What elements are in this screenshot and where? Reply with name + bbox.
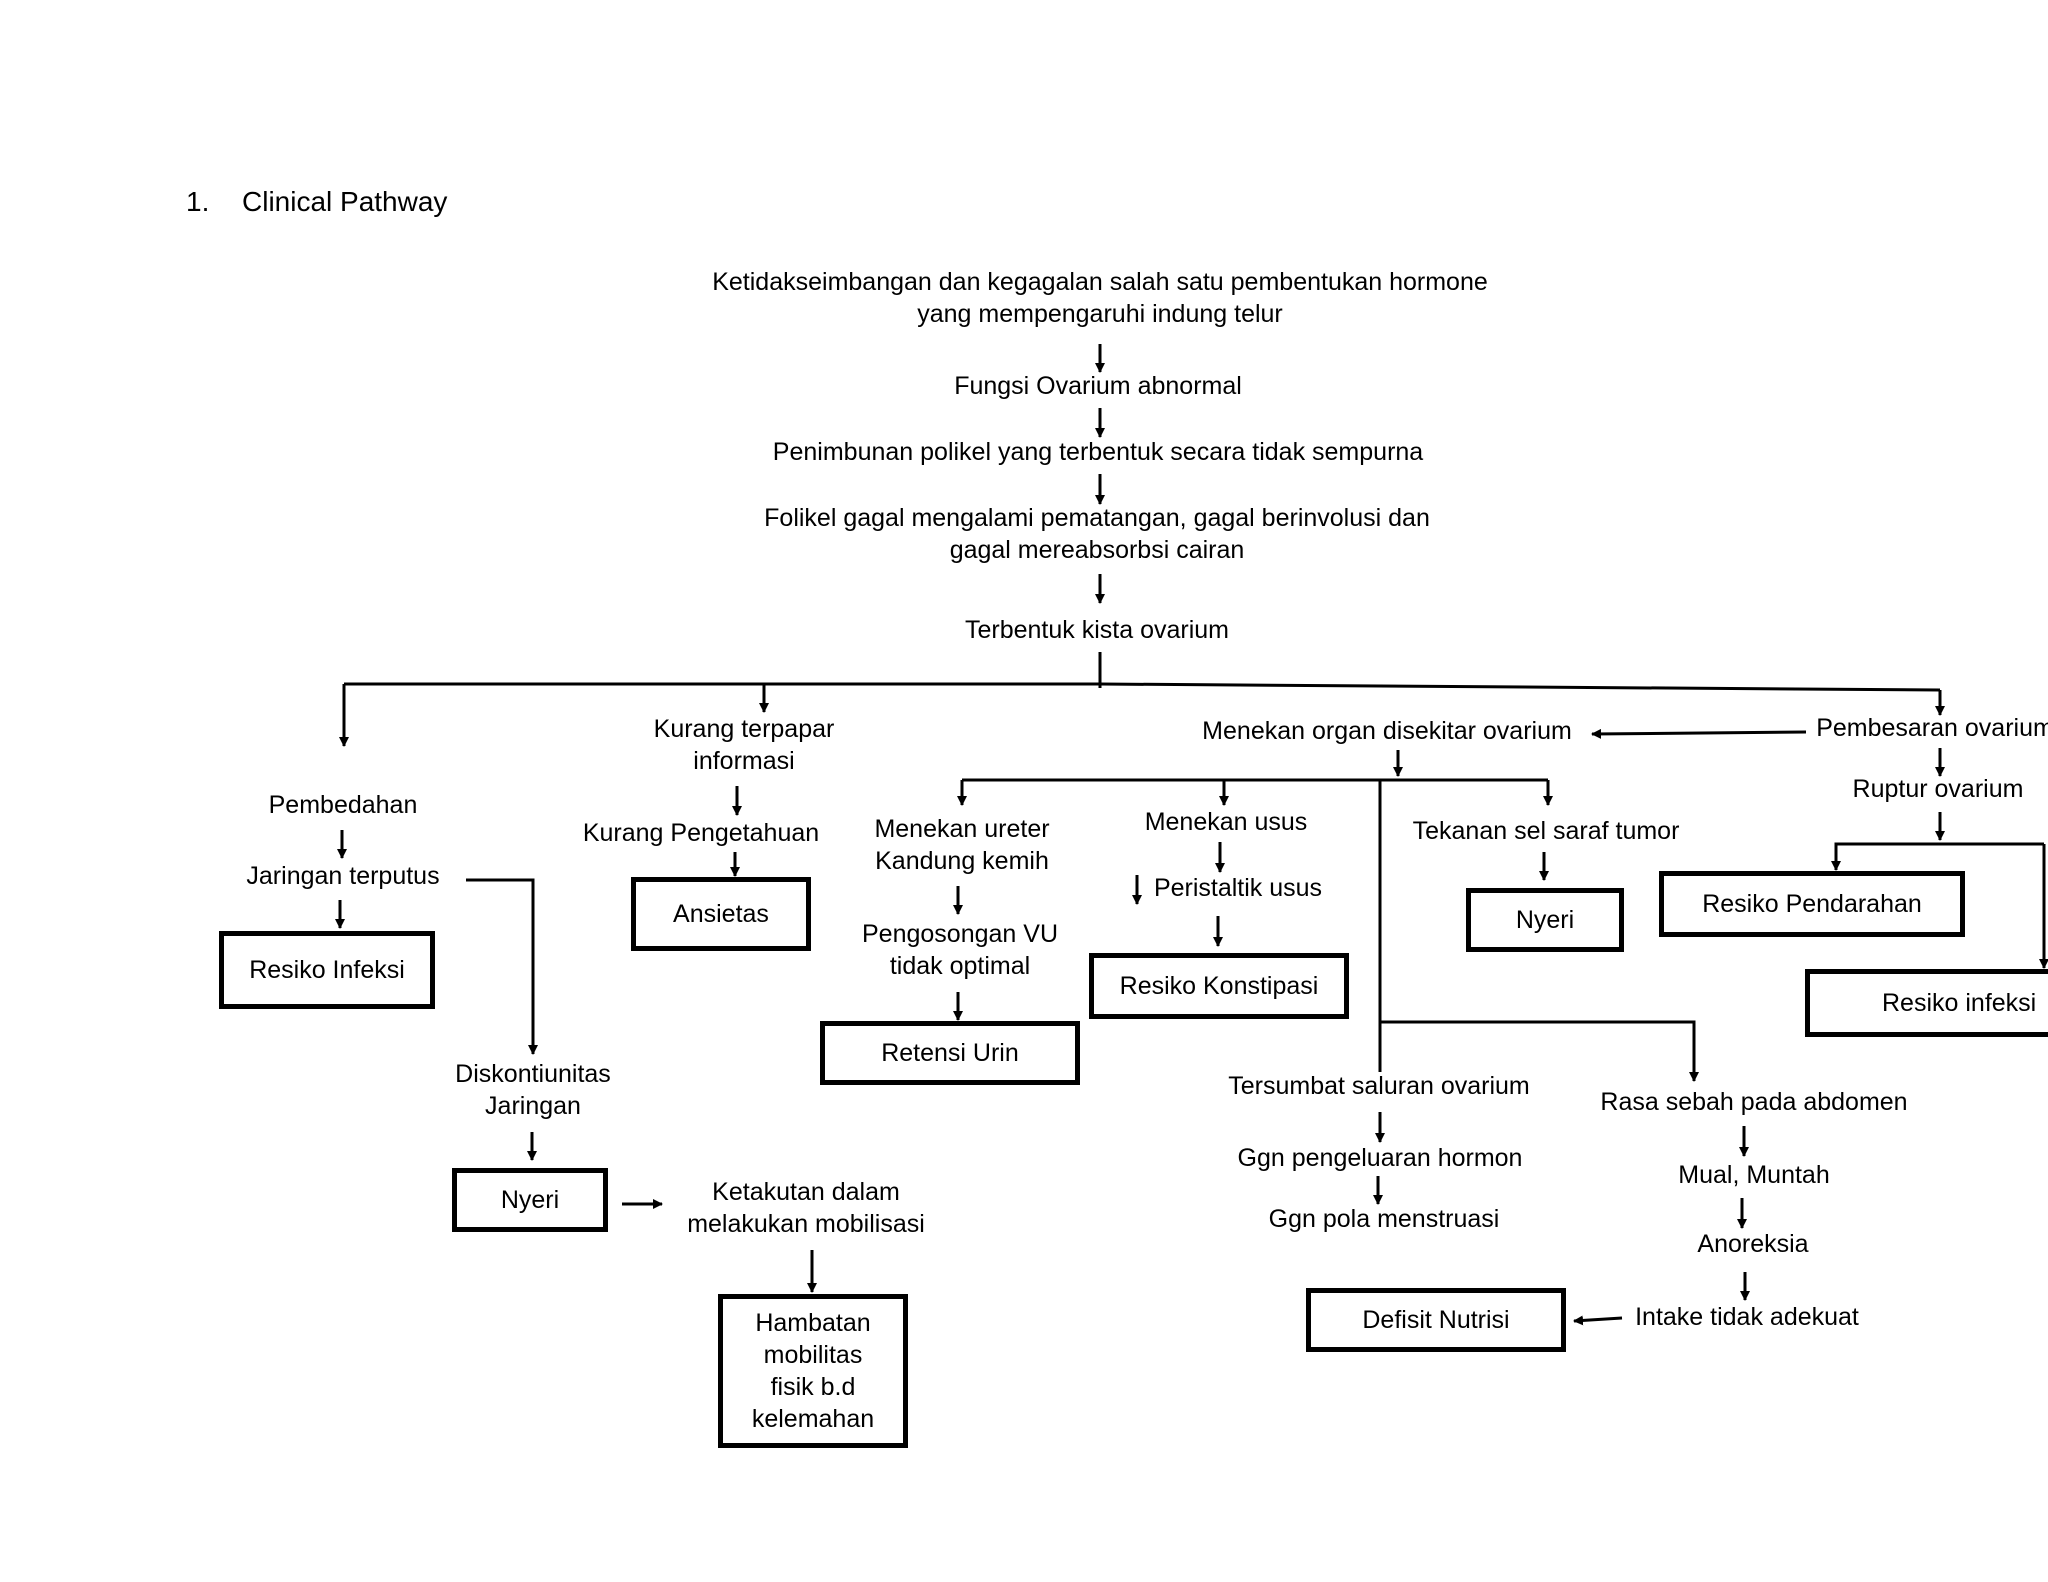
node-menekan-usus: Menekan usus (1144, 808, 1308, 836)
section-title: Clinical Pathway (242, 186, 448, 217)
node-ruptur: Ruptur ovarium (1852, 775, 2024, 803)
section-heading: 1. Clinical Pathway (186, 186, 447, 218)
node-penimbunan: Penimbunan polikel yang terbentuk secara… (772, 438, 1424, 466)
arrow-pembesaran-to-menekan (1591, 728, 1807, 739)
box-resiko-pendarahan: Resiko Pendarahan (1659, 871, 1965, 937)
node-ketakutan: Ketakutan dalam melakukan mobilisasi (687, 1178, 925, 1238)
node-anoreksia: Anoreksia (1697, 1230, 1809, 1258)
box-nyeri-left: Nyeri (452, 1168, 608, 1232)
node-tekanan-saraf: Tekanan sel saraf tumor (1412, 817, 1680, 845)
node-ggn-hormon: Ggn pengeluaran hormon (1237, 1144, 1523, 1172)
box-resiko-infeksi: Resiko Infeksi (219, 931, 435, 1009)
node-kurang-pengetahuan: Kurang Pengetahuan (582, 819, 820, 847)
box-defisit-nutrisi: Defisit Nutrisi (1306, 1288, 1566, 1352)
arrow-to-rasa-sebah (1380, 1020, 1699, 1082)
arrow-jaringan-to-diskontiunitas (466, 878, 538, 1055)
node-menekan-ureter: Menekan ureter Kandung kemih (874, 815, 1050, 875)
node-kurang-informasi: Kurang terpapar informasi (653, 715, 835, 775)
node-ketidakseimbangan: Ketidakseimbangan dan kegagalan salah sa… (712, 268, 1488, 328)
node-diskontiunitas: Diskontiunitas Jaringan (455, 1060, 611, 1120)
node-ggn-pola: Ggn pola menstruasi (1268, 1205, 1500, 1233)
box-ansietas: Ansietas (631, 877, 811, 951)
branch-horizontal (344, 682, 1941, 692)
arrow-to-pendarahan (1831, 842, 2044, 871)
box-nyeri-right: Nyeri (1466, 888, 1624, 952)
node-peristaltik: Peristaltik usus (1153, 874, 1323, 902)
arrow-intake-to-defisit (1573, 1315, 1623, 1326)
box-retensi-urin: Retensi Urin (820, 1021, 1080, 1085)
node-jaringan-terputus: Jaringan terputus (246, 862, 440, 890)
node-menekan-organ: Menekan organ disekitar ovarium (1202, 717, 1572, 745)
box-resiko-infeksi-right: Resiko infeksi (1805, 969, 2048, 1037)
box-hambatan-mobilitas: Hambatan mobilitas fisik b.d kelemahan (718, 1294, 908, 1448)
node-pembedahan: Pembedahan (268, 791, 418, 819)
node-mual: Mual, Muntah (1678, 1161, 1830, 1189)
node-folikel-gagal: Folikel gagal mengalami pematangan, gaga… (764, 504, 1430, 564)
node-kista: Terbentuk kista ovarium (964, 616, 1230, 644)
node-fungsi-ovarium: Fungsi Ovarium abnormal (954, 372, 1242, 400)
box-resiko-konstipasi: Resiko Konstipasi (1089, 953, 1349, 1019)
section-number: 1. (186, 186, 210, 217)
node-intake: Intake tidak adekuat (1635, 1303, 1859, 1331)
node-pengosongan: Pengosongan VU tidak optimal (862, 920, 1058, 980)
node-pembesaran: Pembesaran ovarium (1816, 714, 2048, 742)
node-tersumbat: Tersumbat saluran ovarium (1228, 1072, 1530, 1100)
node-rasa-sebah: Rasa sebah pada abdomen (1600, 1088, 1908, 1116)
